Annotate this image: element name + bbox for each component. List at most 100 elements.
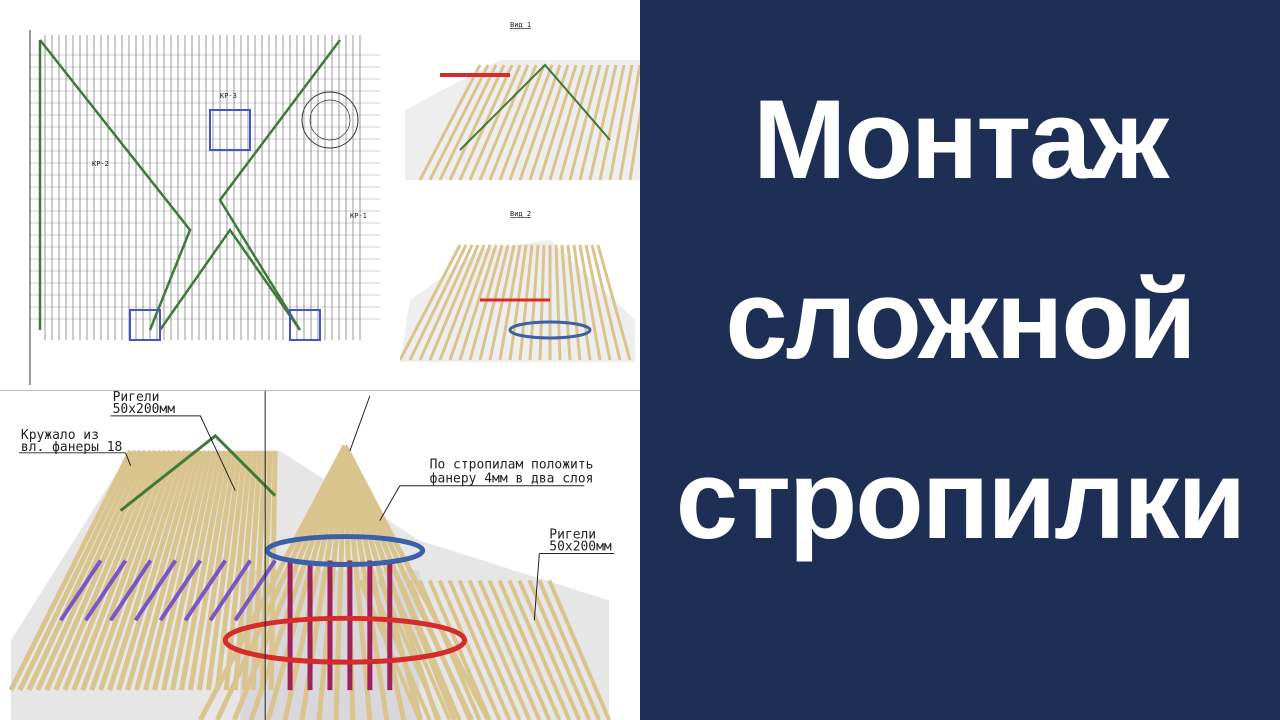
rafter [584, 244, 612, 361]
rafter [214, 450, 248, 691]
title-line-1: Монтаж [753, 77, 1169, 202]
rafter [438, 244, 486, 361]
view2-label: Вид 2 [510, 210, 531, 218]
callout-plywood-1: По стропилам положить [430, 458, 594, 473]
rafter [98, 450, 183, 691]
rafter [572, 244, 592, 361]
rafter [588, 64, 618, 181]
rafter [17, 449, 138, 692]
rafter [517, 579, 582, 720]
purple-beam [158, 559, 203, 622]
cone-rafter [342, 444, 474, 720]
rafter [241, 450, 263, 691]
callout-riegel-right-1: Ригели [549, 528, 596, 543]
rafter [596, 244, 632, 361]
rafter [537, 579, 601, 720]
cone-rafter [342, 445, 424, 720]
rafter [538, 244, 546, 361]
callout-riegel-top-1: Ригели [113, 390, 160, 405]
rafter [560, 244, 572, 361]
callout-riegel-right-2: 50x200мм [549, 540, 612, 555]
cone-rafter [342, 445, 407, 720]
rafter [527, 579, 592, 720]
rafter [554, 244, 562, 361]
rafter [518, 64, 562, 181]
rafter [44, 449, 153, 692]
rafter [53, 449, 158, 692]
rafter [508, 64, 554, 181]
roof-plan-drawing: КР-3 КР-2 КР-1 [29, 30, 380, 385]
rafter [498, 64, 546, 181]
rafter [467, 579, 532, 720]
view1-label: Вид 1 [510, 21, 531, 29]
purple-beam [233, 559, 277, 622]
rafter [428, 64, 490, 181]
rafter [26, 449, 143, 692]
rafter [161, 450, 218, 691]
cone-rafter [198, 444, 348, 720]
callout-plywood-2: фанеру 4мм в два слоя [430, 472, 594, 487]
rafter [250, 450, 268, 691]
plan-label: КР-1 [350, 212, 367, 220]
rafter [457, 579, 522, 720]
rafter [125, 450, 198, 691]
plan-label: КР-3 [220, 92, 237, 100]
cone-rafter [333, 445, 348, 720]
rafter [568, 64, 602, 181]
title-line-2: сложной [725, 257, 1196, 382]
rafter [268, 450, 278, 691]
rafter [458, 244, 498, 361]
rafter [528, 244, 540, 361]
view1-render [405, 60, 640, 181]
rafter [427, 579, 492, 720]
rafter [178, 450, 228, 691]
rafter [578, 244, 602, 361]
rafter [618, 64, 640, 181]
cone-rafter [342, 445, 373, 720]
callout-kruzhalo-2: вл. фанеры 18 [21, 440, 122, 455]
rafter [508, 244, 528, 361]
cone-rafter [342, 444, 457, 720]
purple-beam [183, 559, 227, 622]
rafter [507, 579, 572, 720]
rafter [418, 64, 482, 181]
rafter [170, 450, 223, 691]
rafter [458, 64, 514, 181]
rafter [478, 64, 530, 181]
rafter [598, 64, 626, 181]
rafter [478, 244, 510, 361]
rafter [437, 579, 502, 720]
cone-rafter [342, 444, 491, 720]
rafter [488, 64, 538, 181]
rafter [488, 244, 516, 361]
rafter [487, 579, 552, 720]
purple-beam [84, 559, 128, 622]
cone-rafter [215, 444, 348, 720]
purple-beam [59, 559, 103, 622]
cone-rafter [282, 445, 348, 720]
rafter [608, 64, 634, 181]
rafter [628, 106, 640, 181]
rafter [418, 244, 474, 361]
title-panel: Монтаж сложной стропилки [640, 0, 1280, 720]
plan-label: КР-2 [92, 160, 109, 168]
main-roof-render: Ригели 50x200мм Кружало из вл. фанеры 18… [0, 390, 640, 720]
rafter [107, 450, 188, 691]
rafter [548, 64, 586, 181]
rafter [187, 450, 233, 691]
rafter [497, 579, 562, 720]
cone-rafter [248, 445, 348, 720]
rafter [477, 579, 542, 720]
purple-beam [108, 559, 153, 622]
rafter [538, 64, 578, 181]
rafter [447, 579, 512, 720]
rafter [590, 244, 622, 361]
view2-render [400, 240, 635, 362]
purple-beam [208, 559, 252, 622]
rafter [428, 244, 480, 361]
3d-views: Вид 1 Вид 2 [400, 21, 640, 362]
cone-rafter [265, 445, 348, 720]
cone-rafter [342, 445, 390, 720]
rafter [80, 449, 173, 691]
rafter [518, 244, 534, 361]
